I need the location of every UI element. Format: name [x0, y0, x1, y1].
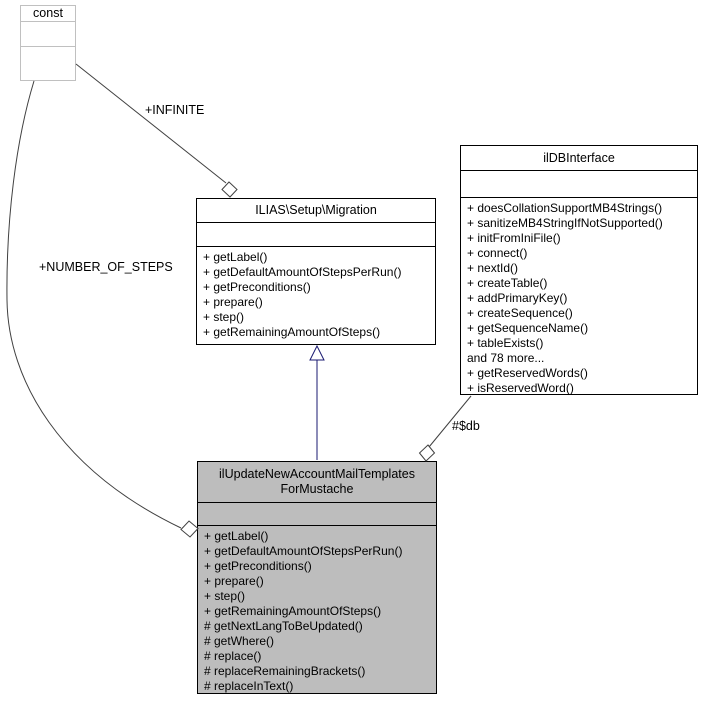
edge-label-infinite: +INFINITE	[145, 103, 205, 117]
attributes-compartment-migration	[197, 223, 435, 247]
class-title-main: ilUpdateNewAccountMailTemplates ForMusta…	[198, 462, 436, 503]
number-of-steps-open-diamond-icon	[180, 520, 199, 538]
attributes-compartment-main	[198, 503, 436, 526]
edge-label-number-of-steps: +NUMBER_OF_STEPS	[39, 260, 173, 274]
infinite-open-diamond-icon	[221, 181, 238, 198]
class-box-const: const	[20, 5, 76, 81]
methods-compartment-dbinterface: + doesCollationSupportMB4Strings() + san…	[467, 201, 663, 394]
class-title-migration: ILIAS\Setup\Migration	[197, 199, 435, 223]
attributes-compartment-dbinterface	[461, 171, 697, 198]
class-title-dbinterface: ilDBInterface	[461, 146, 697, 171]
class-title-const: const	[21, 6, 75, 22]
class-box-dbinterface[interactable]: ilDBInterface + doesCollationSupportMB4S…	[460, 145, 698, 395]
edge-label-db: #$db	[452, 419, 480, 433]
inheritance-arrowhead-icon	[309, 344, 325, 361]
db-open-diamond-icon	[418, 444, 436, 462]
infinite-edge-line	[75, 63, 227, 184]
methods-compartment-main: + getLabel() + getDefaultAmountOfStepsPe…	[204, 529, 403, 693]
methods-compartment-const	[21, 47, 75, 80]
class-box-ilupdatenewaccountmailtemplatesformustache: ilUpdateNewAccountMailTemplates ForMusta…	[197, 461, 437, 694]
methods-compartment-migration: + getLabel() + getDefaultAmountOfStepsPe…	[203, 250, 402, 339]
number-of-steps-edge-line	[6, 80, 182, 529]
class-box-migration[interactable]: ILIAS\Setup\Migration + getLabel() + get…	[196, 198, 436, 345]
attributes-compartment-const	[21, 22, 75, 47]
